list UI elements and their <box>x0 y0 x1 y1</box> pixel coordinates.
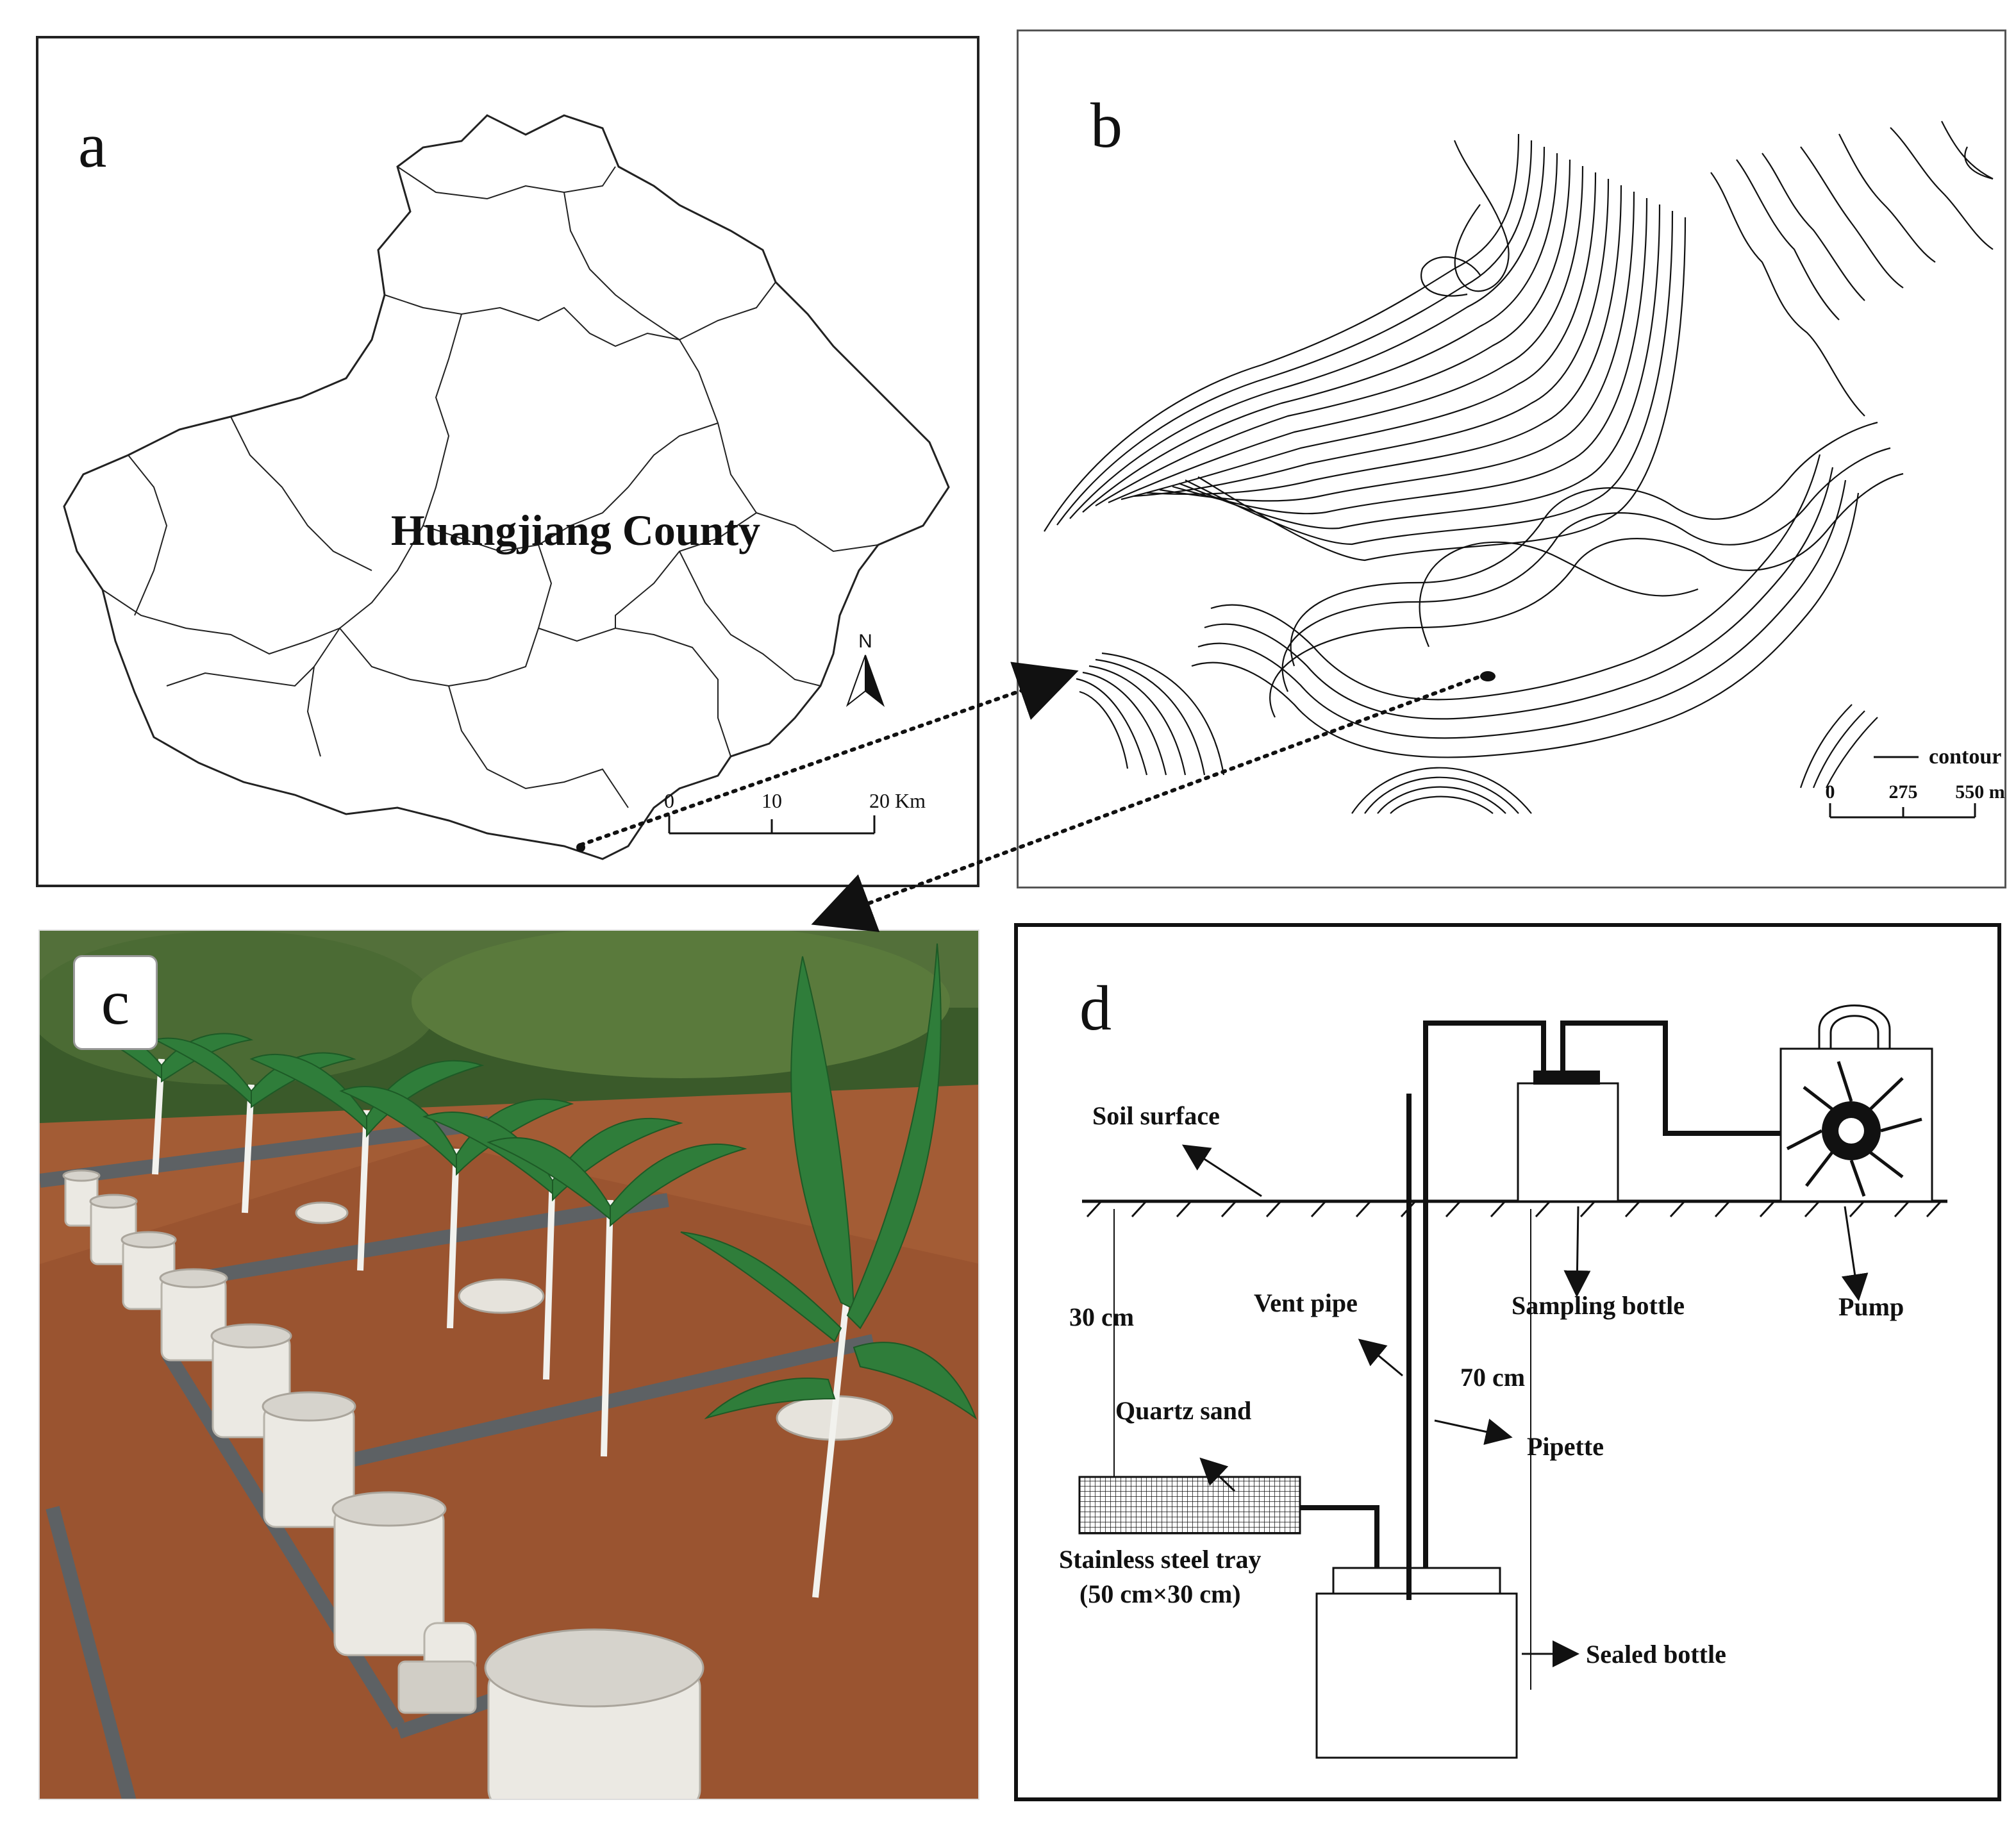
contour-map-svg: b <box>1044 90 2005 819</box>
panel-b-contour-map: b <box>1017 29 2006 888</box>
outlet-pipe <box>397 1622 477 1714</box>
scale-b-tick-0: 0 <box>1826 781 1835 803</box>
county-boundary <box>63 114 950 860</box>
north-label: N <box>858 631 872 652</box>
sampling-bottle <box>1517 1082 1619 1203</box>
sampling-bottle-cap <box>1533 1071 1600 1085</box>
label-depth-70: 70 cm <box>1460 1363 1525 1392</box>
label-depth-30: 30 cm <box>1069 1303 1134 1331</box>
panel-a-letter: a <box>78 110 106 181</box>
label-tray-line1: Stainless steel tray <box>1059 1545 1262 1574</box>
panel-d-device-schematic: d <box>1014 923 2001 1801</box>
panel-b-letter: b <box>1090 90 1122 161</box>
label-sealed-bottle: Sealed bottle <box>1586 1640 1726 1669</box>
sealed-bottle-neck <box>1332 1567 1501 1595</box>
field-illustration <box>40 931 978 1799</box>
label-vent-pipe: Vent pipe <box>1254 1288 1358 1317</box>
label-soil-surface: Soil surface <box>1092 1101 1220 1130</box>
scale-a-tick-1: 10 <box>762 789 782 812</box>
label-arrows <box>1181 1144 1869 1667</box>
stainless-steel-tray <box>1078 1476 1301 1535</box>
maize-plants <box>76 943 978 1598</box>
label-tray-line2: (50 cm×30 cm) <box>1079 1579 1241 1608</box>
scale-b-tick-1: 275 <box>1889 781 1918 803</box>
label-quartz-sand: Quartz sand <box>1115 1396 1251 1425</box>
township-boundaries <box>102 166 879 808</box>
label-sampling-bottle: Sampling bottle <box>1512 1291 1685 1320</box>
county-map-svg: a Huangjiang County N <box>63 110 950 860</box>
panel-c-field-photo: c <box>38 929 979 1800</box>
scale-bar-b <box>1829 803 1976 819</box>
contour-lines <box>1044 121 1994 814</box>
legend-contour-label: contour <box>1929 745 2001 769</box>
runoff-collectors <box>62 1169 704 1799</box>
scale-bar-a <box>668 815 876 835</box>
scale-a-tick-2: 20 Km <box>869 789 926 812</box>
site-marker-a <box>576 843 585 852</box>
pump-icon <box>1779 1004 1933 1203</box>
label-pump: Pump <box>1838 1292 1904 1321</box>
site-marker-b <box>1480 671 1495 681</box>
device-schematic-svg: d <box>1059 972 1947 1759</box>
soil-surface-line <box>1082 1199 1947 1218</box>
scale-a-tick-0: 0 <box>664 789 674 812</box>
panel-d-letter: d <box>1079 972 1112 1044</box>
county-name-label: Huangjiang County <box>391 506 760 554</box>
panel-c-letter: c <box>73 955 158 1050</box>
scale-b-tick-2: 550 m <box>1955 781 2005 803</box>
label-pipette: Pipette <box>1527 1432 1604 1461</box>
sealed-bottle <box>1315 1592 1518 1759</box>
north-arrow-icon: N <box>846 631 885 707</box>
panel-a-county-map: a Huangjiang County N <box>36 36 979 887</box>
